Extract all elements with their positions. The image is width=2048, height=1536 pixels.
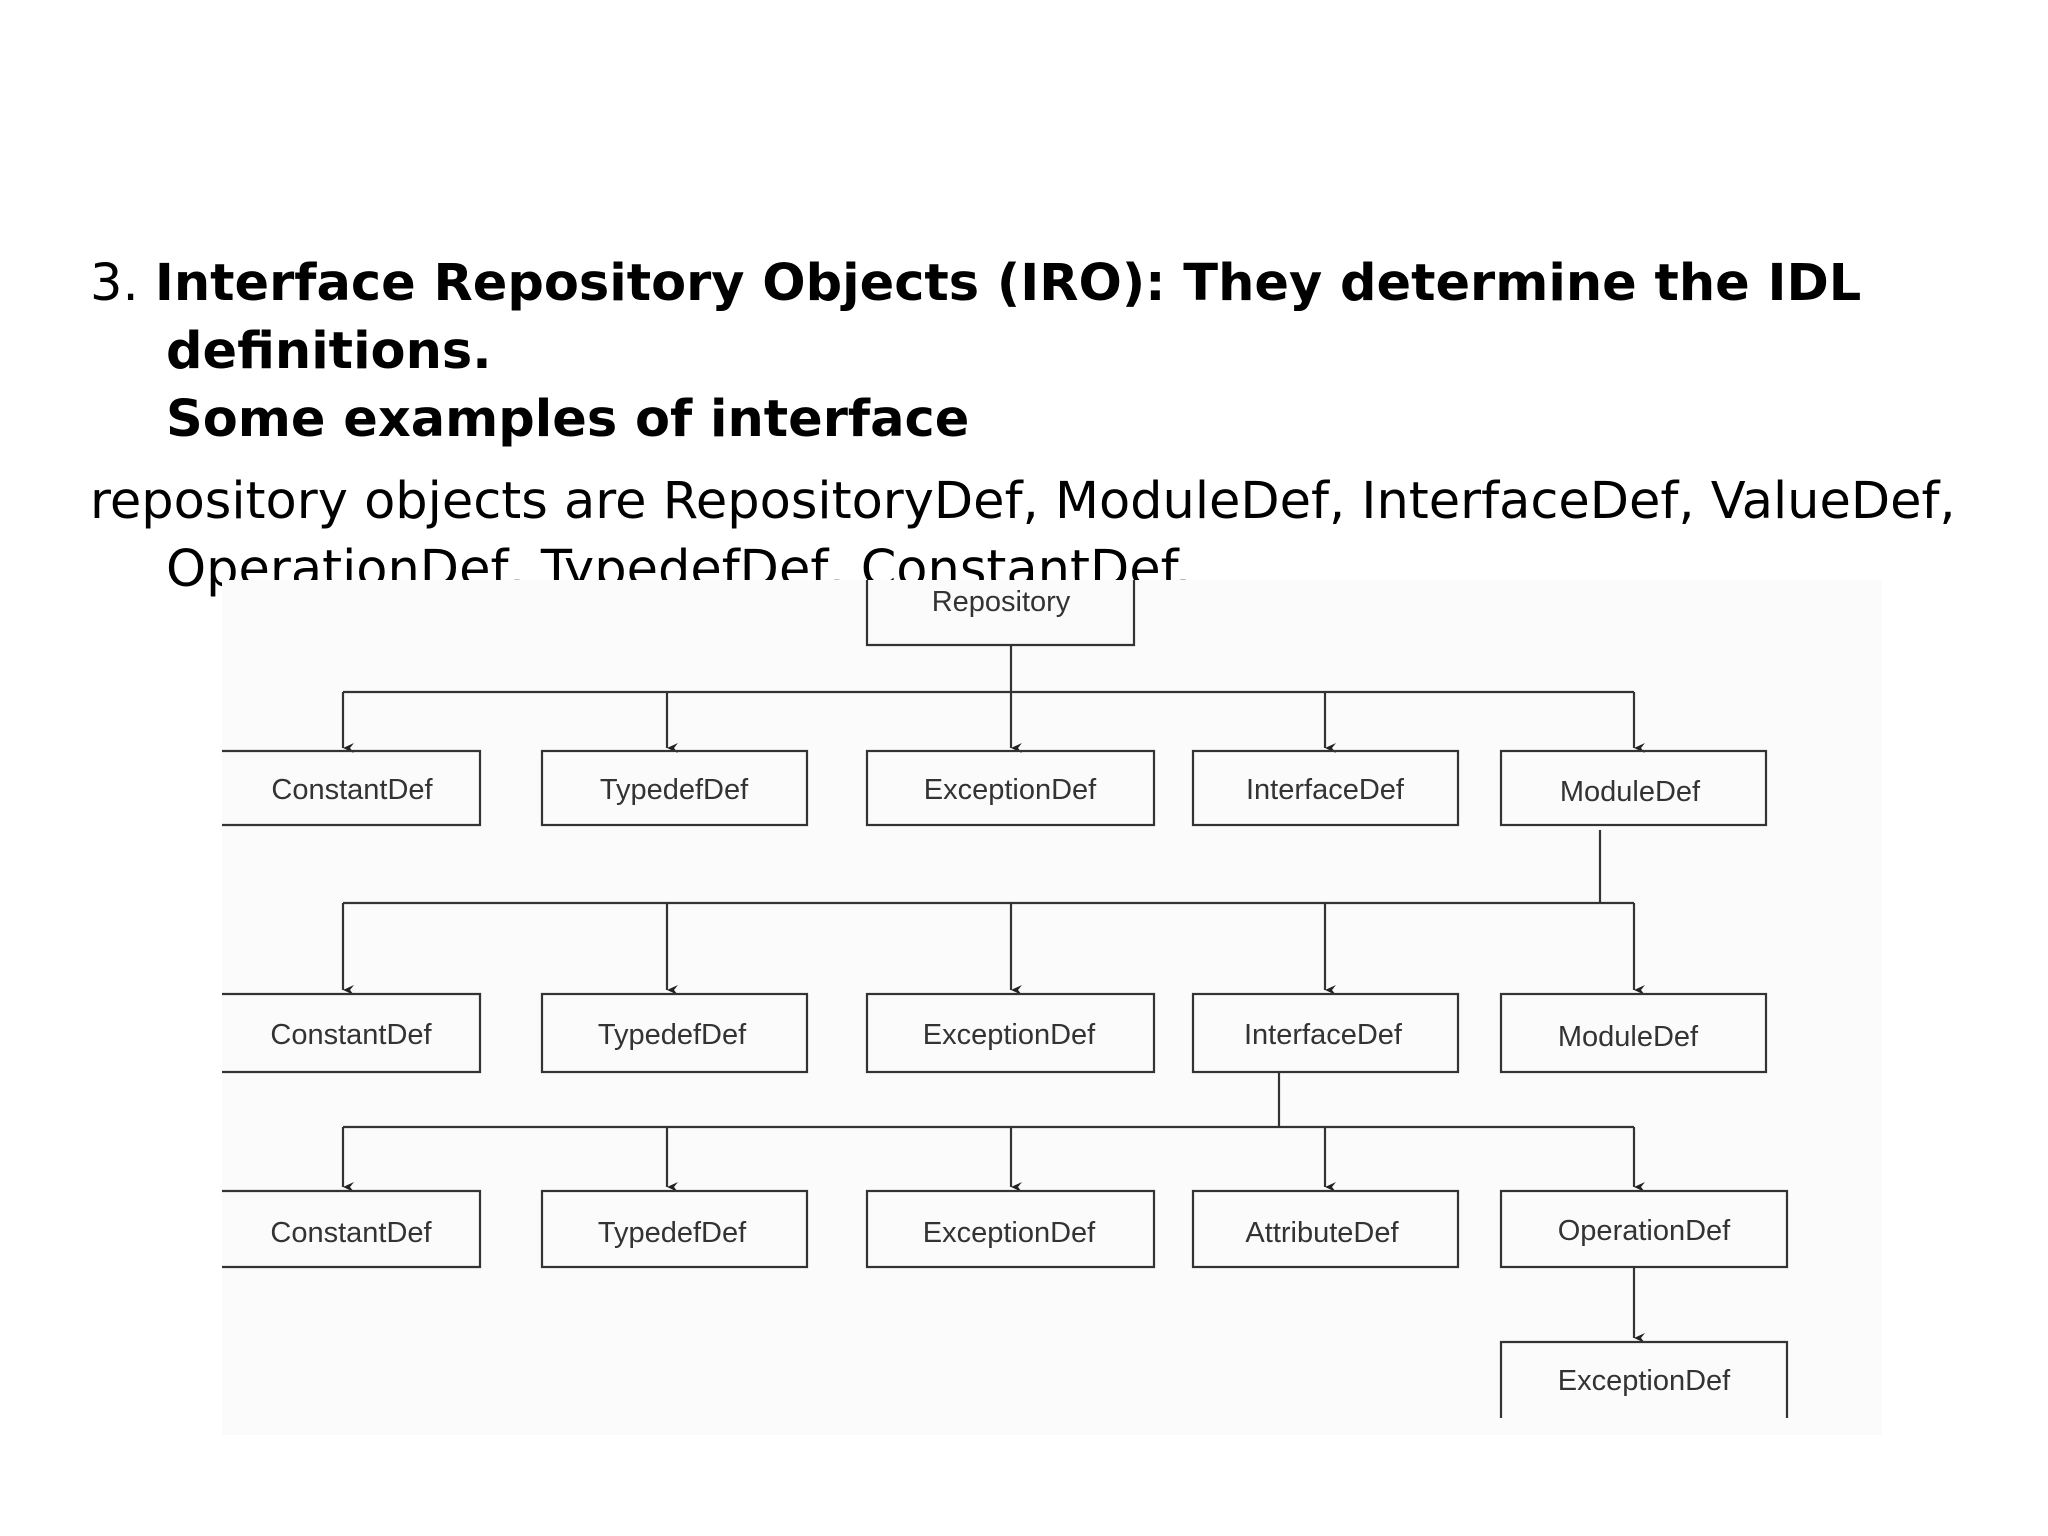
level1-row: ConstantDef TypedefDef ExceptionDef Inte… [222,749,1768,827]
node-label: InterfaceDef [1246,774,1405,806]
node-label: InterfaceDef [1244,1019,1403,1051]
node-label: AttributeDef [1245,1217,1399,1249]
node-label: ExceptionDef [924,774,1097,806]
node-typedefdef-1: TypedefDef [540,749,809,827]
node-interfacedef-1: InterfaceDef [1191,749,1460,827]
node-constantdef-3: ConstantDef [222,1189,482,1269]
node-constantdef-2: ConstantDef [222,992,482,1074]
node-label: ConstantDef [270,1217,432,1249]
iro-hierarchy-figure: Repository ConstantDef TypedefDef Except… [222,580,1882,1435]
node-label: ConstantDef [271,774,433,806]
node-operationdef: OperationDef [1499,1189,1789,1269]
node-interfacedef-2: InterfaceDef [1191,992,1460,1074]
level4-row: ExceptionDef [1499,1340,1789,1418]
node-repository: Repository [865,580,1136,647]
node-label: TypedefDef [600,774,749,806]
paragraph-iro: 3. Interface Repository Objects (IRO): T… [90,250,1970,454]
node-label: ExceptionDef [923,1217,1096,1249]
node-label: ConstantDef [270,1019,432,1051]
paragraph-number: 3. [90,254,155,313]
node-label: ExceptionDef [1558,1365,1731,1397]
diagram-connectors [341,645,1645,1343]
paragraph-examples: repository objects are RepositoryDef, Mo… [90,472,1956,599]
node-label: TypedefDef [598,1019,747,1051]
node-typedefdef-2: TypedefDef [540,992,809,1074]
node-constantdef-1: ConstantDef [222,749,482,827]
slide-text: 3. Interface Repository Objects (IRO): T… [90,250,1970,604]
node-label: OperationDef [1558,1215,1731,1247]
node-exceptiondef-3: ExceptionDef [865,1189,1156,1269]
node-label: ModuleDef [1558,1021,1699,1053]
level2-row: ConstantDef TypedefDef ExceptionDef Inte… [222,992,1768,1074]
node-attributedef: AttributeDef [1191,1189,1460,1269]
node-exceptiondef-4: ExceptionDef [1499,1340,1789,1418]
paragraph-heading-continued: Some examples of interface [166,390,970,449]
level3-row: ConstantDef TypedefDef ExceptionDef Attr… [222,1189,1789,1269]
node-moduledef-1: ModuleDef [1499,749,1768,827]
node-typedefdef-3: TypedefDef [540,1189,809,1269]
node-moduledef-2: ModuleDef [1499,992,1768,1074]
node-label: ExceptionDef [923,1019,1096,1051]
paragraph-heading: Interface Repository Objects (IRO): They… [154,254,1862,381]
node-label: Repository [932,586,1071,618]
node-exceptiondef-2: ExceptionDef [865,992,1156,1074]
node-label: ModuleDef [1560,776,1701,808]
iro-hierarchy-diagram: Repository ConstantDef TypedefDef Except… [222,580,1789,1418]
node-exceptiondef-1: ExceptionDef [865,749,1156,827]
node-label: TypedefDef [598,1217,747,1249]
